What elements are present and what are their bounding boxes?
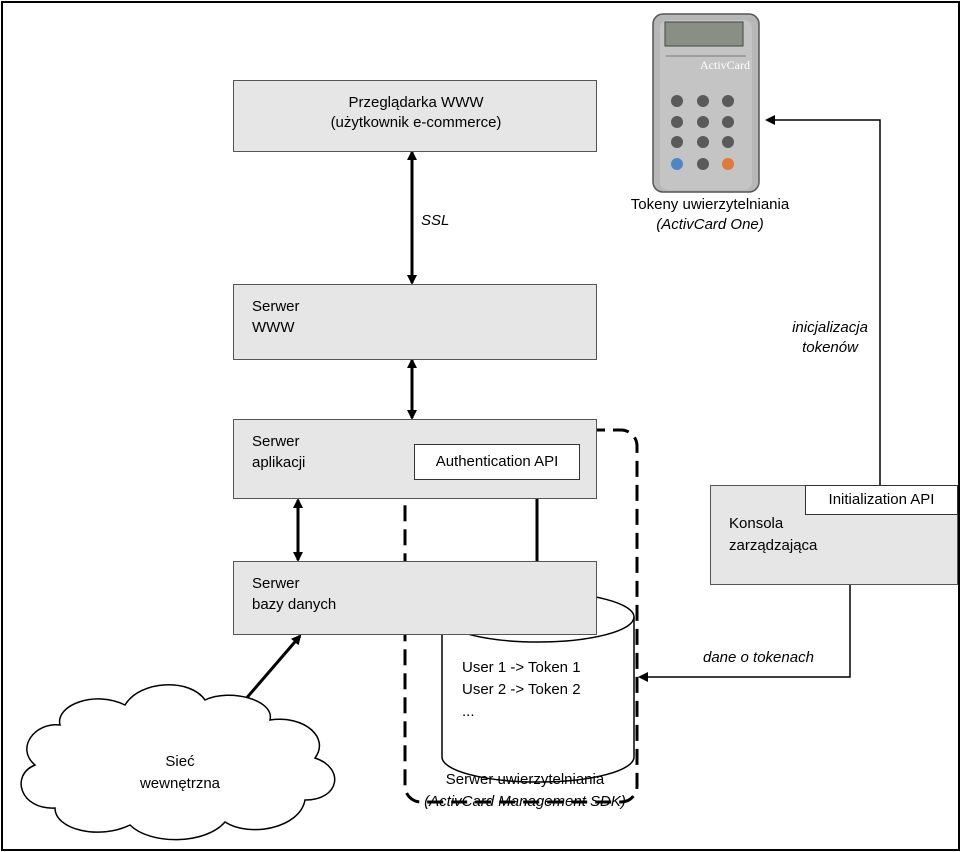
db-server-line2: bazy danych: [252, 596, 337, 613]
authentication-api-label: Authentication API: [435, 453, 559, 470]
initialization-api-box: Initialization API: [805, 485, 958, 515]
console-line1: Konsola: [729, 515, 784, 532]
device-screen: [664, 21, 744, 47]
ssl-label: SSL: [421, 212, 450, 229]
app-server-line2: aplikacji: [252, 454, 306, 471]
device-brand: ActivCard: [700, 58, 750, 72]
db-network-arrow: [236, 634, 302, 710]
device-keypad: [671, 95, 734, 170]
network-cloud: [20, 684, 336, 841]
database-row-1: User 1 -> Token 1: [462, 659, 581, 676]
token-title: Tokeny uwierzytelniania: [630, 196, 790, 213]
db-server-box: Serwer bazy danych: [233, 561, 597, 635]
initialization-api-label: Initialization API: [828, 491, 935, 508]
activcard-token-device: [652, 13, 760, 193]
web-server-line1: Serwer: [252, 298, 300, 315]
db-server-line1: Serwer: [252, 575, 300, 592]
network-line1: Sieć: [165, 753, 195, 770]
network-line2: wewnętrzna: [139, 775, 221, 792]
token-data-arrow: [638, 585, 851, 682]
app-server-line1: Serwer: [252, 433, 300, 450]
init-label-line2: tokenów: [802, 339, 858, 356]
database-row-3: ...: [462, 703, 475, 720]
database-row-2: User 2 -> Token 2: [462, 681, 581, 698]
init-label-line1: inicjalizacja: [792, 319, 868, 336]
init-arrow: [765, 115, 881, 485]
auth-server-title: Serwer uwierzytelniania: [445, 771, 605, 788]
browser-subtitle: (użytkownik e-commerce): [330, 114, 502, 131]
web-server-box: Serwer WWW: [233, 284, 597, 360]
console-line2: zarządzająca: [729, 537, 818, 554]
browser-title: Przeglądarka WWW: [348, 94, 484, 111]
token-subtitle: (ActivCard One): [656, 216, 764, 233]
token-data-label: dane o tokenach: [703, 649, 814, 666]
authentication-api-box: Authentication API: [414, 444, 580, 480]
auth-server-subtitle: (ActivCard Management SDK): [424, 793, 626, 810]
browser-box: Przeglądarka WWW (użytkownik e-commerce): [233, 80, 597, 152]
web-server-line2: WWW: [252, 319, 295, 336]
